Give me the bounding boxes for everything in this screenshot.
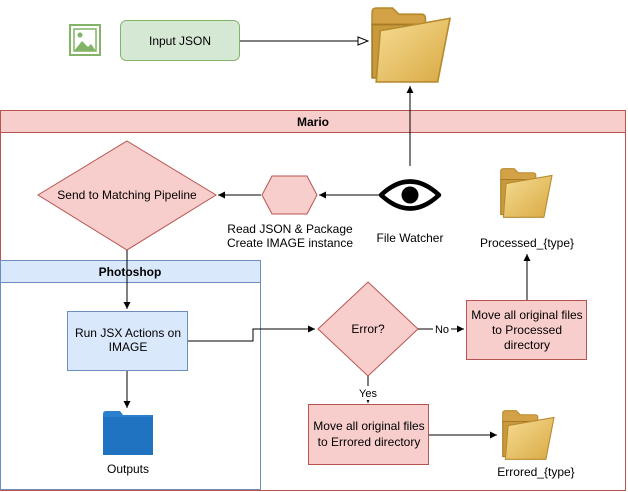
no-label: No	[435, 324, 449, 336]
send-to-pipeline-label: Send to Matching Pipeline	[57, 188, 197, 202]
yes-label-bg	[357, 386, 379, 400]
no-label-bg	[433, 322, 451, 336]
move-errored-line1: Move all original files	[313, 419, 424, 433]
move-processed-line1: Move all original files	[471, 308, 582, 322]
outputs-folder-icon	[103, 411, 153, 455]
read-json-node[interactable]	[261, 175, 318, 215]
input-json-label: Input JSON	[149, 34, 211, 48]
run-jsx-label-line1: Run JSX Actions on	[75, 326, 181, 340]
yes-label: Yes	[359, 388, 377, 400]
move-processed-line2: to Processed	[492, 323, 562, 337]
input-json-node[interactable]: Input JSON	[120, 20, 240, 61]
error-decision-node[interactable]: Error?	[317, 281, 419, 377]
run-jsx-node[interactable]: Run JSX Actions on IMAGE	[67, 311, 188, 371]
run-jsx-label-line2: IMAGE	[109, 340, 148, 354]
errored-folder-label: Errored_{type}	[497, 465, 574, 479]
move-processed-line3: directory	[504, 338, 550, 352]
move-processed-node[interactable]: Move all original files to Processed dir…	[466, 300, 587, 360]
outputs-label: Outputs	[107, 462, 149, 476]
read-json-label-line2: Create IMAGE instance	[227, 236, 353, 250]
edge-run-to-error	[188, 325, 315, 342]
mario-title: Mario	[297, 115, 329, 129]
move-errored-node[interactable]: Move all original files to Errored direc…	[308, 404, 429, 465]
processed-folder-label: Processed_{type}	[480, 236, 574, 250]
image-icon	[69, 24, 101, 56]
photoshop-container: Photoshop	[0, 260, 261, 490]
read-json-label-line1: Read JSON & Package	[227, 222, 353, 236]
move-errored-line2: to Errored directory	[318, 435, 421, 449]
file-watcher-label: File Watcher	[377, 231, 444, 245]
eye-icon	[378, 179, 442, 211]
photoshop-title: Photoshop	[99, 265, 162, 279]
error-decision-label: Error?	[351, 322, 385, 336]
folder-icon	[371, 7, 451, 83]
